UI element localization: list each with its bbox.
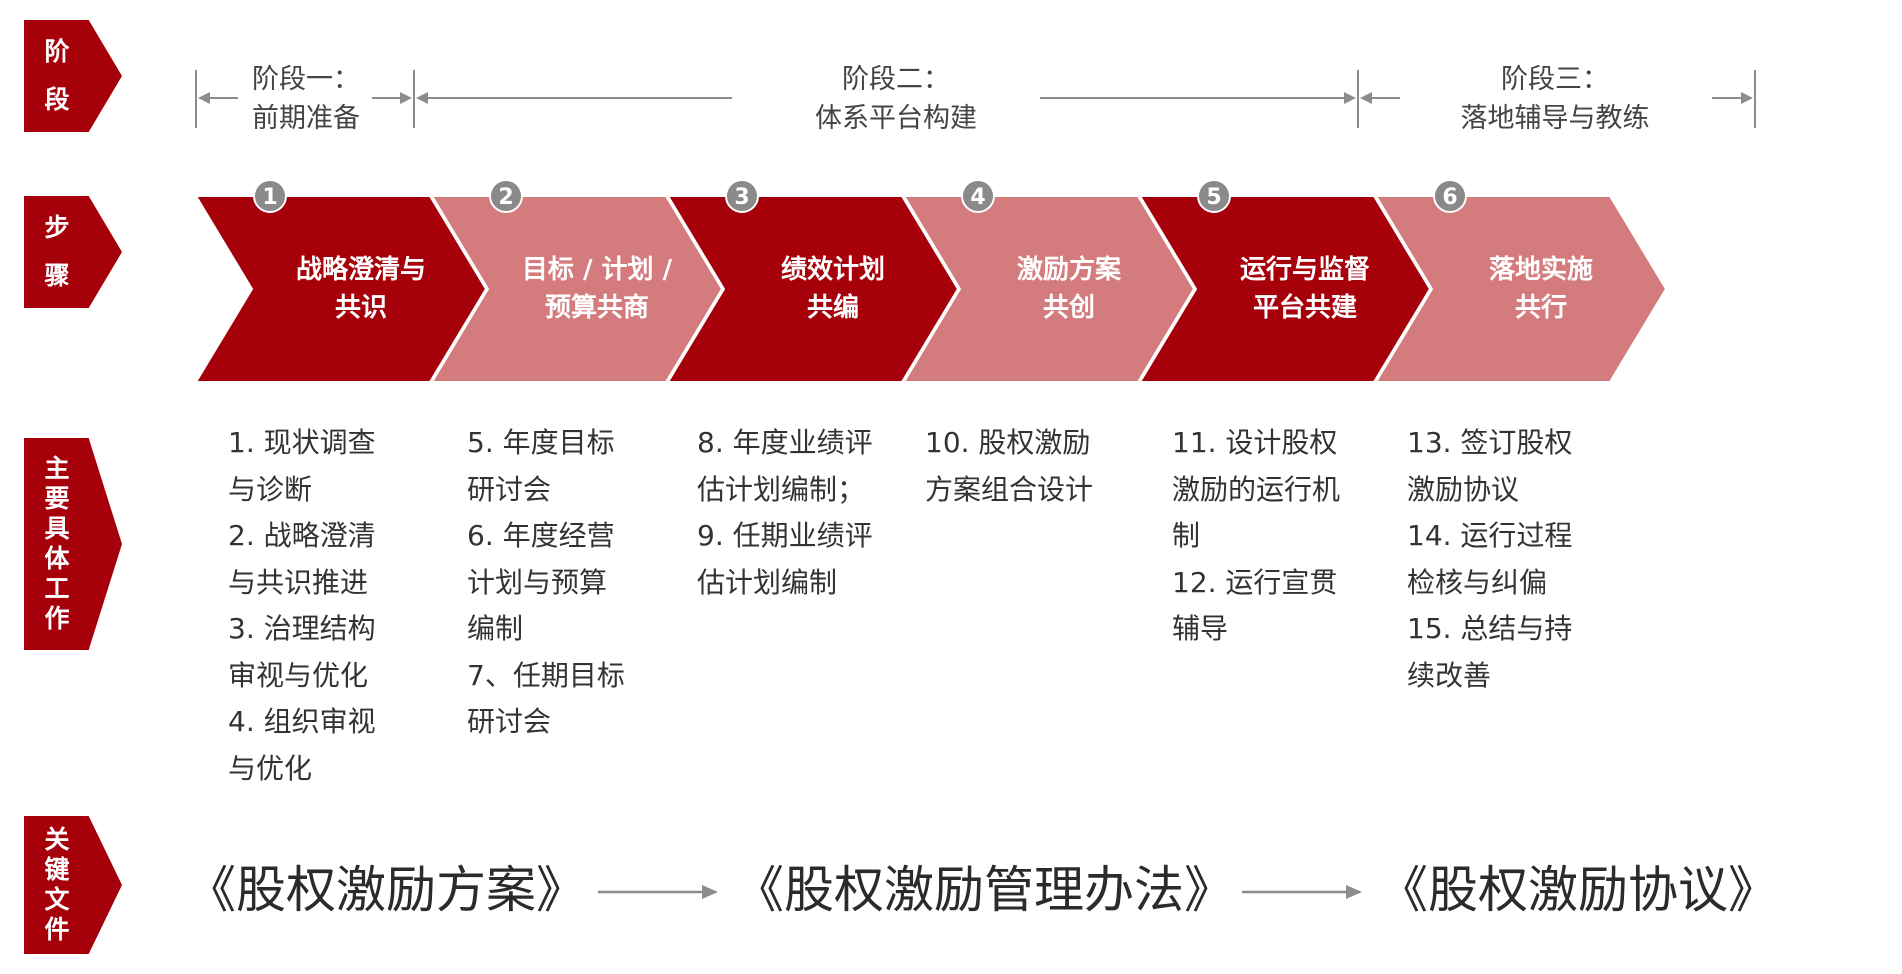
phase-1-subtitle: 前期准备 xyxy=(252,103,360,134)
step-1-chevron xyxy=(195,195,487,383)
step-5-title-line2: 平台共建 xyxy=(1253,292,1357,323)
task-line: 13. 签订股权 xyxy=(1407,426,1573,459)
tasks-column-6: 13. 签订股权 激励协议 14. 运行过程 检核与纠偏 15. 总结与持 续改… xyxy=(1407,420,1572,699)
document-equity-incentive-plan: 《股权激励方案》 xyxy=(186,861,586,919)
step-3-chevron xyxy=(667,195,959,383)
tasks-column-3: 8. 年度业绩评 估计划编制； 9. 任期业绩评 估计划编制 xyxy=(697,420,873,606)
row-label-work-char: 体 xyxy=(44,544,70,573)
step-1-number: 1 xyxy=(262,185,277,210)
task-line: 审视与优化 xyxy=(228,658,369,692)
task-line: 14. 运行过程 xyxy=(1407,519,1573,552)
row-label-docs-char: 关 xyxy=(44,825,70,854)
tasks-column-5: 11. 设计股权 激励的运行机 制 12. 运行宣贯 辅导 xyxy=(1172,420,1340,653)
task-line: 与优化 xyxy=(228,751,313,785)
step-6-chevron xyxy=(1375,195,1667,383)
task-line: 9. 任期业绩评 xyxy=(697,519,873,552)
task-line: 方案组合设计 xyxy=(925,472,1094,506)
task-line: 与诊断 xyxy=(228,472,313,506)
phase-3-label: 阶段三： 落地辅导与教练 xyxy=(1420,60,1690,138)
row-label-docs-char: 件 xyxy=(44,915,70,944)
phase-2-subtitle: 体系平台构建 xyxy=(815,103,977,134)
task-line: 估计划编制 xyxy=(697,565,838,599)
task-line: 编制 xyxy=(467,612,524,645)
step-5-number-badge xyxy=(1197,179,1231,213)
tasks-column-2: 5. 年度目标 研讨会 6. 年度经营 计划与预算 编制 7、任期目标 研讨会 xyxy=(467,420,625,746)
step-4-chevron xyxy=(903,195,1195,383)
step-5-number: 5 xyxy=(1206,185,1221,210)
task-line: 辅导 xyxy=(1172,612,1229,645)
row-label-work-char: 主 xyxy=(44,454,70,483)
task-line: 激励的运行机 xyxy=(1172,472,1341,506)
phase-1-title: 阶段一： xyxy=(252,64,360,95)
phase-2-title: 阶段二： xyxy=(842,64,950,95)
step-5-chevron xyxy=(1139,195,1431,383)
step-2-title-line2: 预算共商 xyxy=(545,292,649,323)
task-line: 2. 战略澄清 xyxy=(228,519,376,552)
step-6-number: 6 xyxy=(1442,185,1457,210)
tasks-column-1: 1. 现状调查 与诊断 2. 战略澄清 与共识推进 3. 治理结构 审视与优化 … xyxy=(228,420,376,792)
task-line: 与共识推进 xyxy=(228,565,369,599)
step-1-number-badge xyxy=(253,179,287,213)
task-line: 7、任期目标 xyxy=(467,658,625,692)
step-2-chevron xyxy=(431,195,723,383)
task-line: 10. 股权激励 xyxy=(925,426,1091,459)
step-2-number: 2 xyxy=(498,185,513,210)
step-4-title-line2: 共创 xyxy=(1043,293,1095,323)
task-line: 计划与预算 xyxy=(467,565,608,599)
phase-3-title: 阶段三： xyxy=(1501,64,1609,95)
step-4-number: 4 xyxy=(970,185,985,210)
row-label-docs-char: 键 xyxy=(44,855,70,884)
row-label-work-char: 要 xyxy=(44,484,70,513)
phase-3-subtitle: 落地辅导与教练 xyxy=(1460,103,1650,134)
task-line: 续改善 xyxy=(1407,658,1492,692)
step-4-number-badge xyxy=(961,179,995,213)
document-equity-incentive-agreement: 《股权激励协议》 xyxy=(1378,861,1778,919)
task-line: 激励协议 xyxy=(1407,472,1520,506)
task-line: 15. 总结与持 xyxy=(1407,612,1573,645)
task-line: 5. 年度目标 xyxy=(467,426,615,459)
step-3-title-line1: 绩效计划 xyxy=(781,254,885,285)
phase-1-label: 阶段一： 前期准备 xyxy=(226,60,386,138)
task-line: 12. 运行宣贯 xyxy=(1172,565,1338,599)
row-label-docs-char: 文 xyxy=(44,885,70,914)
row-label-step-char: 骤 xyxy=(44,261,70,290)
task-line: 8. 年度业绩评 xyxy=(697,426,873,459)
task-line: 研讨会 xyxy=(467,472,552,506)
row-label-step-char: 步 xyxy=(44,213,70,242)
task-line: 检核与纠偏 xyxy=(1407,565,1548,599)
row-label-work-char: 具 xyxy=(44,514,70,543)
row-label-work-char: 作 xyxy=(44,604,70,633)
step-2-number-badge xyxy=(489,179,523,213)
row-label-stage-char: 段 xyxy=(44,85,70,114)
task-line: 3. 治理结构 xyxy=(228,612,376,645)
step-6-title-line1: 落地实施 xyxy=(1489,254,1593,285)
task-line: 估计划编制； xyxy=(697,472,866,506)
step-3-number-badge xyxy=(725,179,759,213)
step-1-title-line2: 共识 xyxy=(335,293,387,323)
step-6-title-line2: 共行 xyxy=(1515,292,1567,323)
step-5-title-line1: 运行与监督 xyxy=(1240,254,1370,285)
task-line: 4. 组织审视 xyxy=(228,705,376,738)
task-line: 6. 年度经营 xyxy=(467,519,615,552)
step-6-number-badge xyxy=(1433,179,1467,213)
task-line: 11. 设计股权 xyxy=(1172,426,1338,459)
step-4-title-line1: 激励方案 xyxy=(1017,254,1122,285)
document-equity-incentive-management-measures: 《股权激励管理办法》 xyxy=(734,861,1234,919)
step-1-title-line1: 战略澄清与 xyxy=(296,254,426,285)
task-line: 研讨会 xyxy=(467,705,552,738)
row-label-work-char: 工 xyxy=(44,574,70,603)
row-label-stage-char: 阶 xyxy=(44,37,70,66)
step-3-title-line2: 共编 xyxy=(807,292,859,323)
phase-2-label: 阶段二： 体系平台构建 xyxy=(766,60,1026,138)
task-line: 制 xyxy=(1172,519,1201,552)
tasks-column-4: 10. 股权激励 方案组合设计 xyxy=(925,420,1093,513)
step-2-title-line1: 目标 / 计划 / xyxy=(522,255,673,285)
step-3-number: 3 xyxy=(734,185,749,210)
task-line: 1. 现状调查 xyxy=(228,426,376,459)
